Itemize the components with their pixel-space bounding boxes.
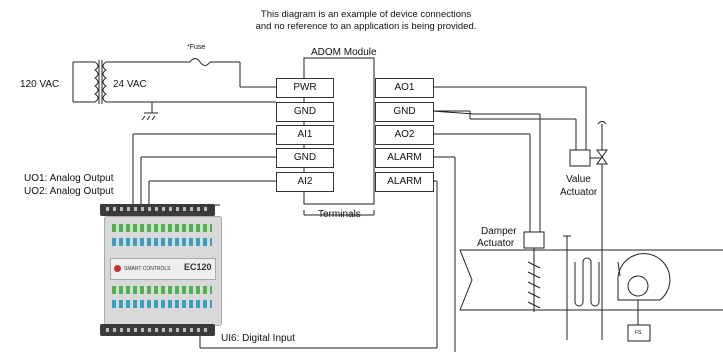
damper-actuator-label-1: Damper [481, 226, 517, 237]
led-row-top [112, 224, 212, 232]
terminal-alarm-1: ALARM [375, 148, 434, 168]
terminals-label: Terminals [318, 209, 361, 220]
transformer-primary-coil [94, 61, 99, 103]
valve-body [596, 149, 608, 165]
terminal-gnd-left-2: GND [276, 148, 334, 168]
note-line-2: and no reference to an application is be… [255, 21, 477, 32]
diagram-note: This diagram is an example of device con… [216, 9, 516, 33]
led-row-bottom [112, 300, 212, 308]
terminal-ao1: AO1 [375, 78, 434, 98]
duct-outline [459, 249, 723, 311]
fan-switch-label: FS [635, 330, 642, 336]
uo2-label: UO2: Analog Output [24, 186, 114, 197]
uo1-label: UO1: Analog Output [24, 173, 114, 184]
ui6-label: UI6: Digital Input [221, 333, 295, 344]
fuse-symbol [189, 58, 211, 66]
brand-logo-icon [114, 265, 121, 272]
model-label: EC120 [184, 262, 212, 272]
terminal-ao2: AO2 [375, 125, 434, 145]
fuse-label: *Fuse [187, 44, 206, 51]
led-row-upper [112, 238, 212, 246]
valve-actuator-label-2: Actuator [560, 187, 598, 198]
led-row-lower [112, 286, 212, 294]
brand-label: SMART CONTROLS [124, 266, 171, 272]
transformer-secondary-coil [102, 61, 107, 103]
faceplate [110, 258, 216, 280]
secondary-voltage-label: 24 VAC [113, 79, 147, 90]
damper-actuator-label-2: Actuator [477, 238, 515, 249]
ec120-controller: SMART CONTROLS EC120 [100, 200, 222, 343]
terminal-alarm-2: ALARM [375, 172, 434, 192]
fan-housing [617, 253, 671, 301]
note-line-1: This diagram is an example of device con… [260, 9, 472, 20]
valve-actuator-label-1: Value [566, 174, 591, 185]
heating-coil [574, 257, 600, 307]
terminal-pwr: PWR [276, 78, 334, 98]
terminal-ai1: AI1 [276, 125, 334, 145]
module-title: ADOM Module [311, 47, 377, 58]
primary-voltage-label: 120 VAC [20, 79, 60, 90]
terminal-gnd-right: GND [375, 102, 434, 122]
terminal-gnd-left-1: GND [276, 102, 334, 122]
terminal-ai2: AI2 [276, 172, 334, 192]
